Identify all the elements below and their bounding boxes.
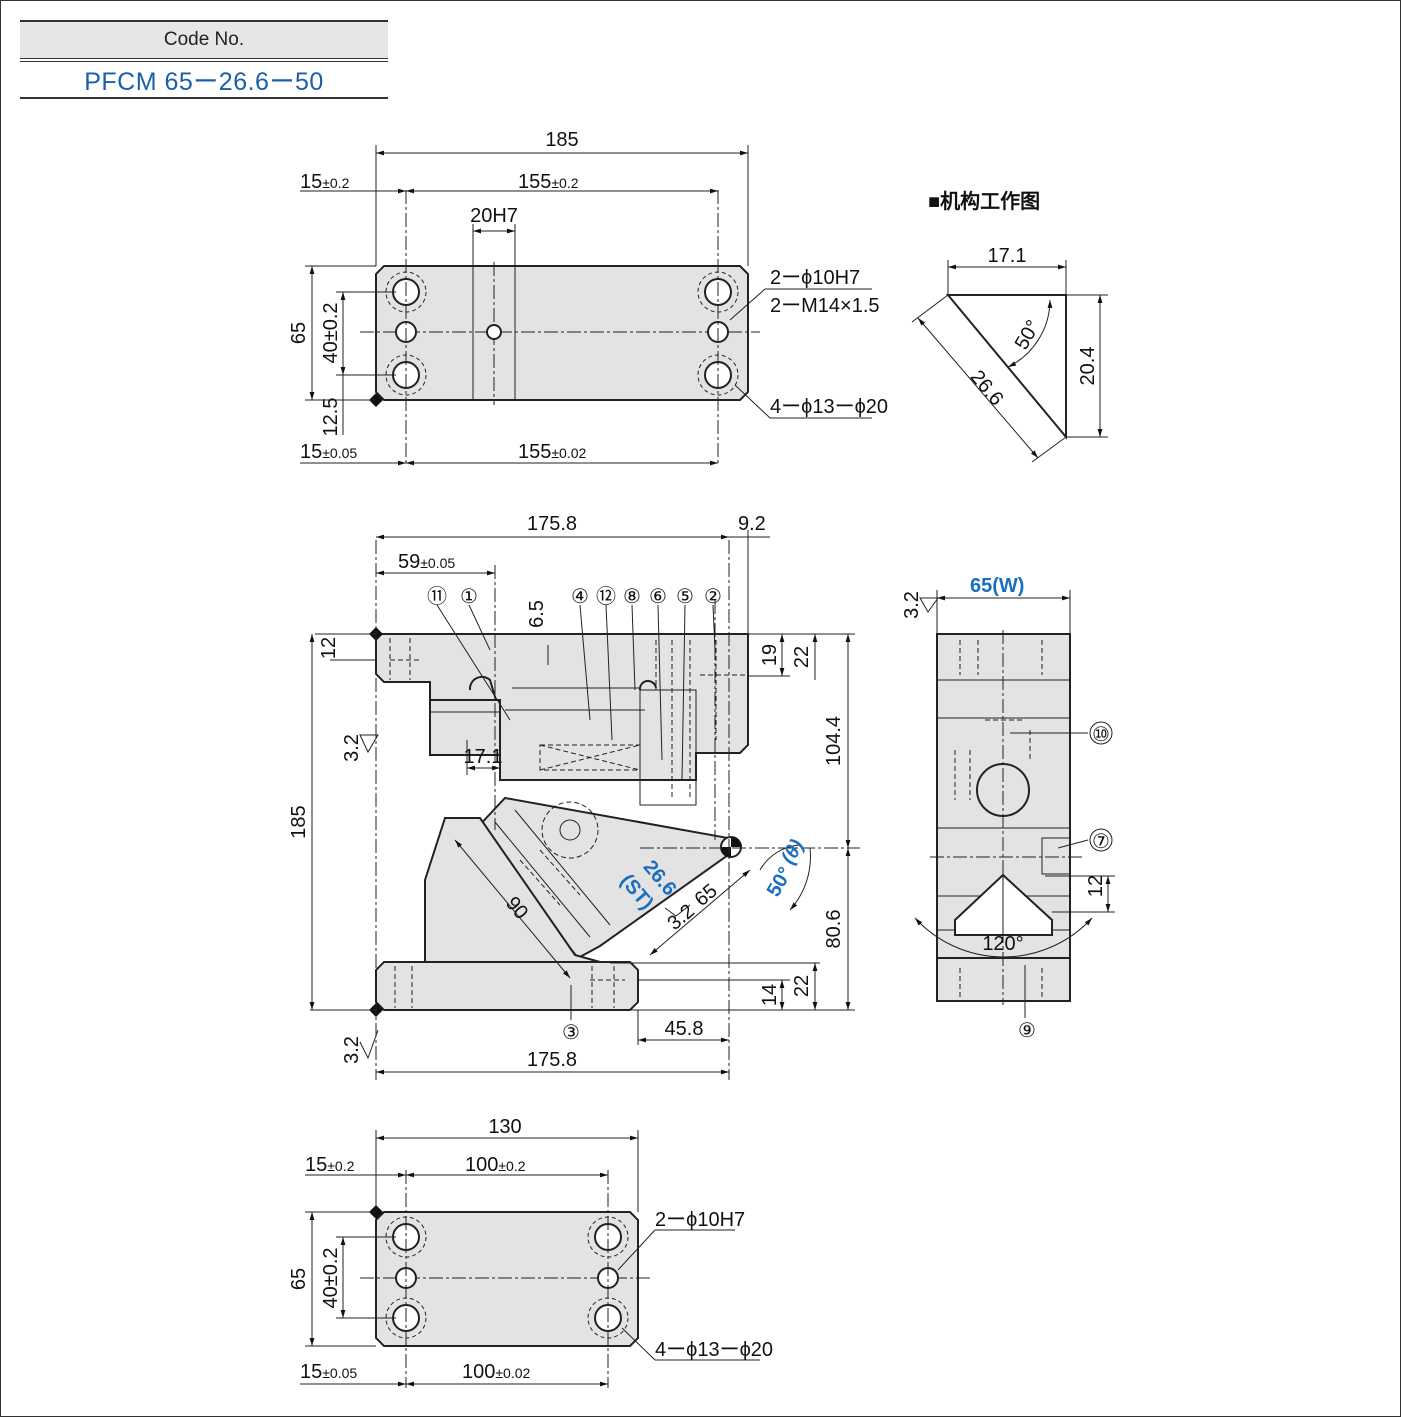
bot-pitch-a: 15 [305,1154,327,1176]
svg-text:155±0.02: 155±0.02 [518,441,587,463]
front-w17: 17.1 [464,746,503,768]
front-pos: 59 [398,551,420,573]
mech-angle: 50° [1011,316,1045,353]
code-header: Code No. [20,20,388,59]
top-pin-note: 2ーϕ10H7 [770,267,860,289]
svg-text:100±0.2: 100±0.2 [465,1154,526,1176]
mechanism-diagram: ■机构工作图 17.1 20.4 26.6 50° [911,189,1108,463]
front-angle: 50° [763,863,797,900]
top-edge-dim: 12.5 [320,398,342,437]
side-view: 65(W) 3.2 12 120° ⑩ ⑦ ⑨ [901,575,1115,1042]
balloon-10: ⑩ [1092,724,1110,746]
side-angle: 120° [982,933,1023,955]
bot-pin-note: 2ーϕ10H7 [655,1209,745,1231]
front-theta: (θ) [777,836,808,868]
mech-stroke: 26.6 [966,366,1008,410]
front-offset: 9.2 [738,513,766,535]
side-rough: 3.2 [901,591,923,619]
balloon-11: ⑪ [427,585,447,608]
front-h104: 104.4 [823,716,845,766]
top-pitch-a: 15 [300,171,322,193]
bot-bot-a: 15 [300,1361,322,1383]
bot-pitch-b: 100 [465,1154,498,1176]
svg-text:15±0.05: 15±0.05 [300,441,357,463]
front-rough-bot: 3.2 [341,1036,363,1064]
top-bot-b-tol: ±0.02 [551,445,586,461]
svg-text:15±0.2: 15±0.2 [305,1154,355,1176]
front-rough-left: 3.2 [341,734,363,762]
bot-bot-b-tol: ±0.02 [495,1365,530,1381]
bot-overall: 130 [488,1116,521,1138]
balloon-4: ④ [571,586,589,608]
top-hole-pitch: 40±0.2 [320,302,342,363]
top-bolt-note: 4ーϕ13ーϕ20 [770,396,888,418]
bot-hole-pitch: 40±0.2 [320,1247,342,1308]
front-h80: 80.6 [823,910,845,949]
balloon-1: ① [460,586,478,608]
front-h19: 19 [759,644,781,666]
bot-bolt-note: 4ーϕ13ーϕ20 [655,1339,773,1361]
balloon-5: ⑤ [676,586,694,608]
top-key-dim: 20H7 [470,205,518,227]
code-number-box: Code No. PFCM 65ー26.6ー50 [20,20,388,99]
bot-bot-a-tol: ±0.05 [322,1365,357,1381]
svg-text:65(W): 65(W) [970,575,1024,597]
code-value: PFCM 65ー26.6ー50 [20,61,388,99]
top-thread-note: 2ーM14×1.5 [770,295,880,317]
front-h14: 14 [759,984,781,1006]
top-pitch-b: 155 [518,171,551,193]
svg-text:15±0.05: 15±0.05 [300,1361,357,1383]
front-rough-slide: 3.2 [663,900,698,935]
top-pitch-a-tol: ±0.2 [322,175,349,191]
svg-text:59±0.05: 59±0.05 [398,551,455,573]
mech-horizontal: 17.1 [988,245,1027,267]
balloon-6: ⑥ [649,586,667,608]
top-view: 185 15±0.2 155±0.2 20H7 65 40±0.2 12.5 1… [288,129,888,466]
balloon-9: ⑨ [1018,1020,1036,1042]
top-pitch-b-tol: ±0.2 [551,175,578,191]
svg-text:155±0.2: 155±0.2 [518,171,579,193]
bot-bot-b: 100 [462,1361,495,1383]
front-bot-len: 175.8 [527,1049,577,1071]
top-bot-a: 15 [300,441,322,463]
side-width: 65 [970,575,992,597]
front-step: 6.5 [526,600,548,628]
balloon-3: ③ [562,1022,580,1044]
svg-text:15±0.2: 15±0.2 [300,171,350,193]
top-bot-a-tol: ±0.05 [322,445,357,461]
front-h22-bot: 22 [791,975,813,997]
front-view: 175.8 9.2 59±0.05 6.5 12 185 19 22 104.4… [288,513,860,1080]
balloon-2: ② [704,586,722,608]
top-height-dim: 65 [288,322,310,344]
front-h185: 185 [288,805,310,838]
front-h22-top: 22 [791,646,813,668]
bot-pitch-b-tol: ±0.2 [498,1158,525,1174]
top-overall-dim: 185 [545,129,578,151]
front-pos-tol: ±0.05 [420,555,455,571]
mechanism-title: ■机构工作图 [928,189,1040,213]
side-h12: 12 [1085,875,1107,897]
side-width-label: (W) [992,575,1024,597]
balloon-8: ⑧ [623,586,641,608]
front-bot-45: 45.8 [665,1018,704,1040]
bottom-view: 130 15±0.2 100±0.2 65 40±0.2 15±0.05 100… [288,1116,773,1388]
front-d65: 65 [691,880,722,911]
balloon-12: ⑫ [596,585,616,608]
bot-height: 65 [288,1268,310,1290]
front-h12: 12 [318,637,340,659]
mech-vertical: 20.4 [1077,347,1099,386]
bot-pitch-a-tol: ±0.2 [327,1158,354,1174]
top-bot-b: 155 [518,441,551,463]
front-top-len: 175.8 [527,513,577,535]
svg-text:100±0.02: 100±0.02 [462,1361,531,1383]
balloon-7: ⑦ [1092,831,1110,853]
